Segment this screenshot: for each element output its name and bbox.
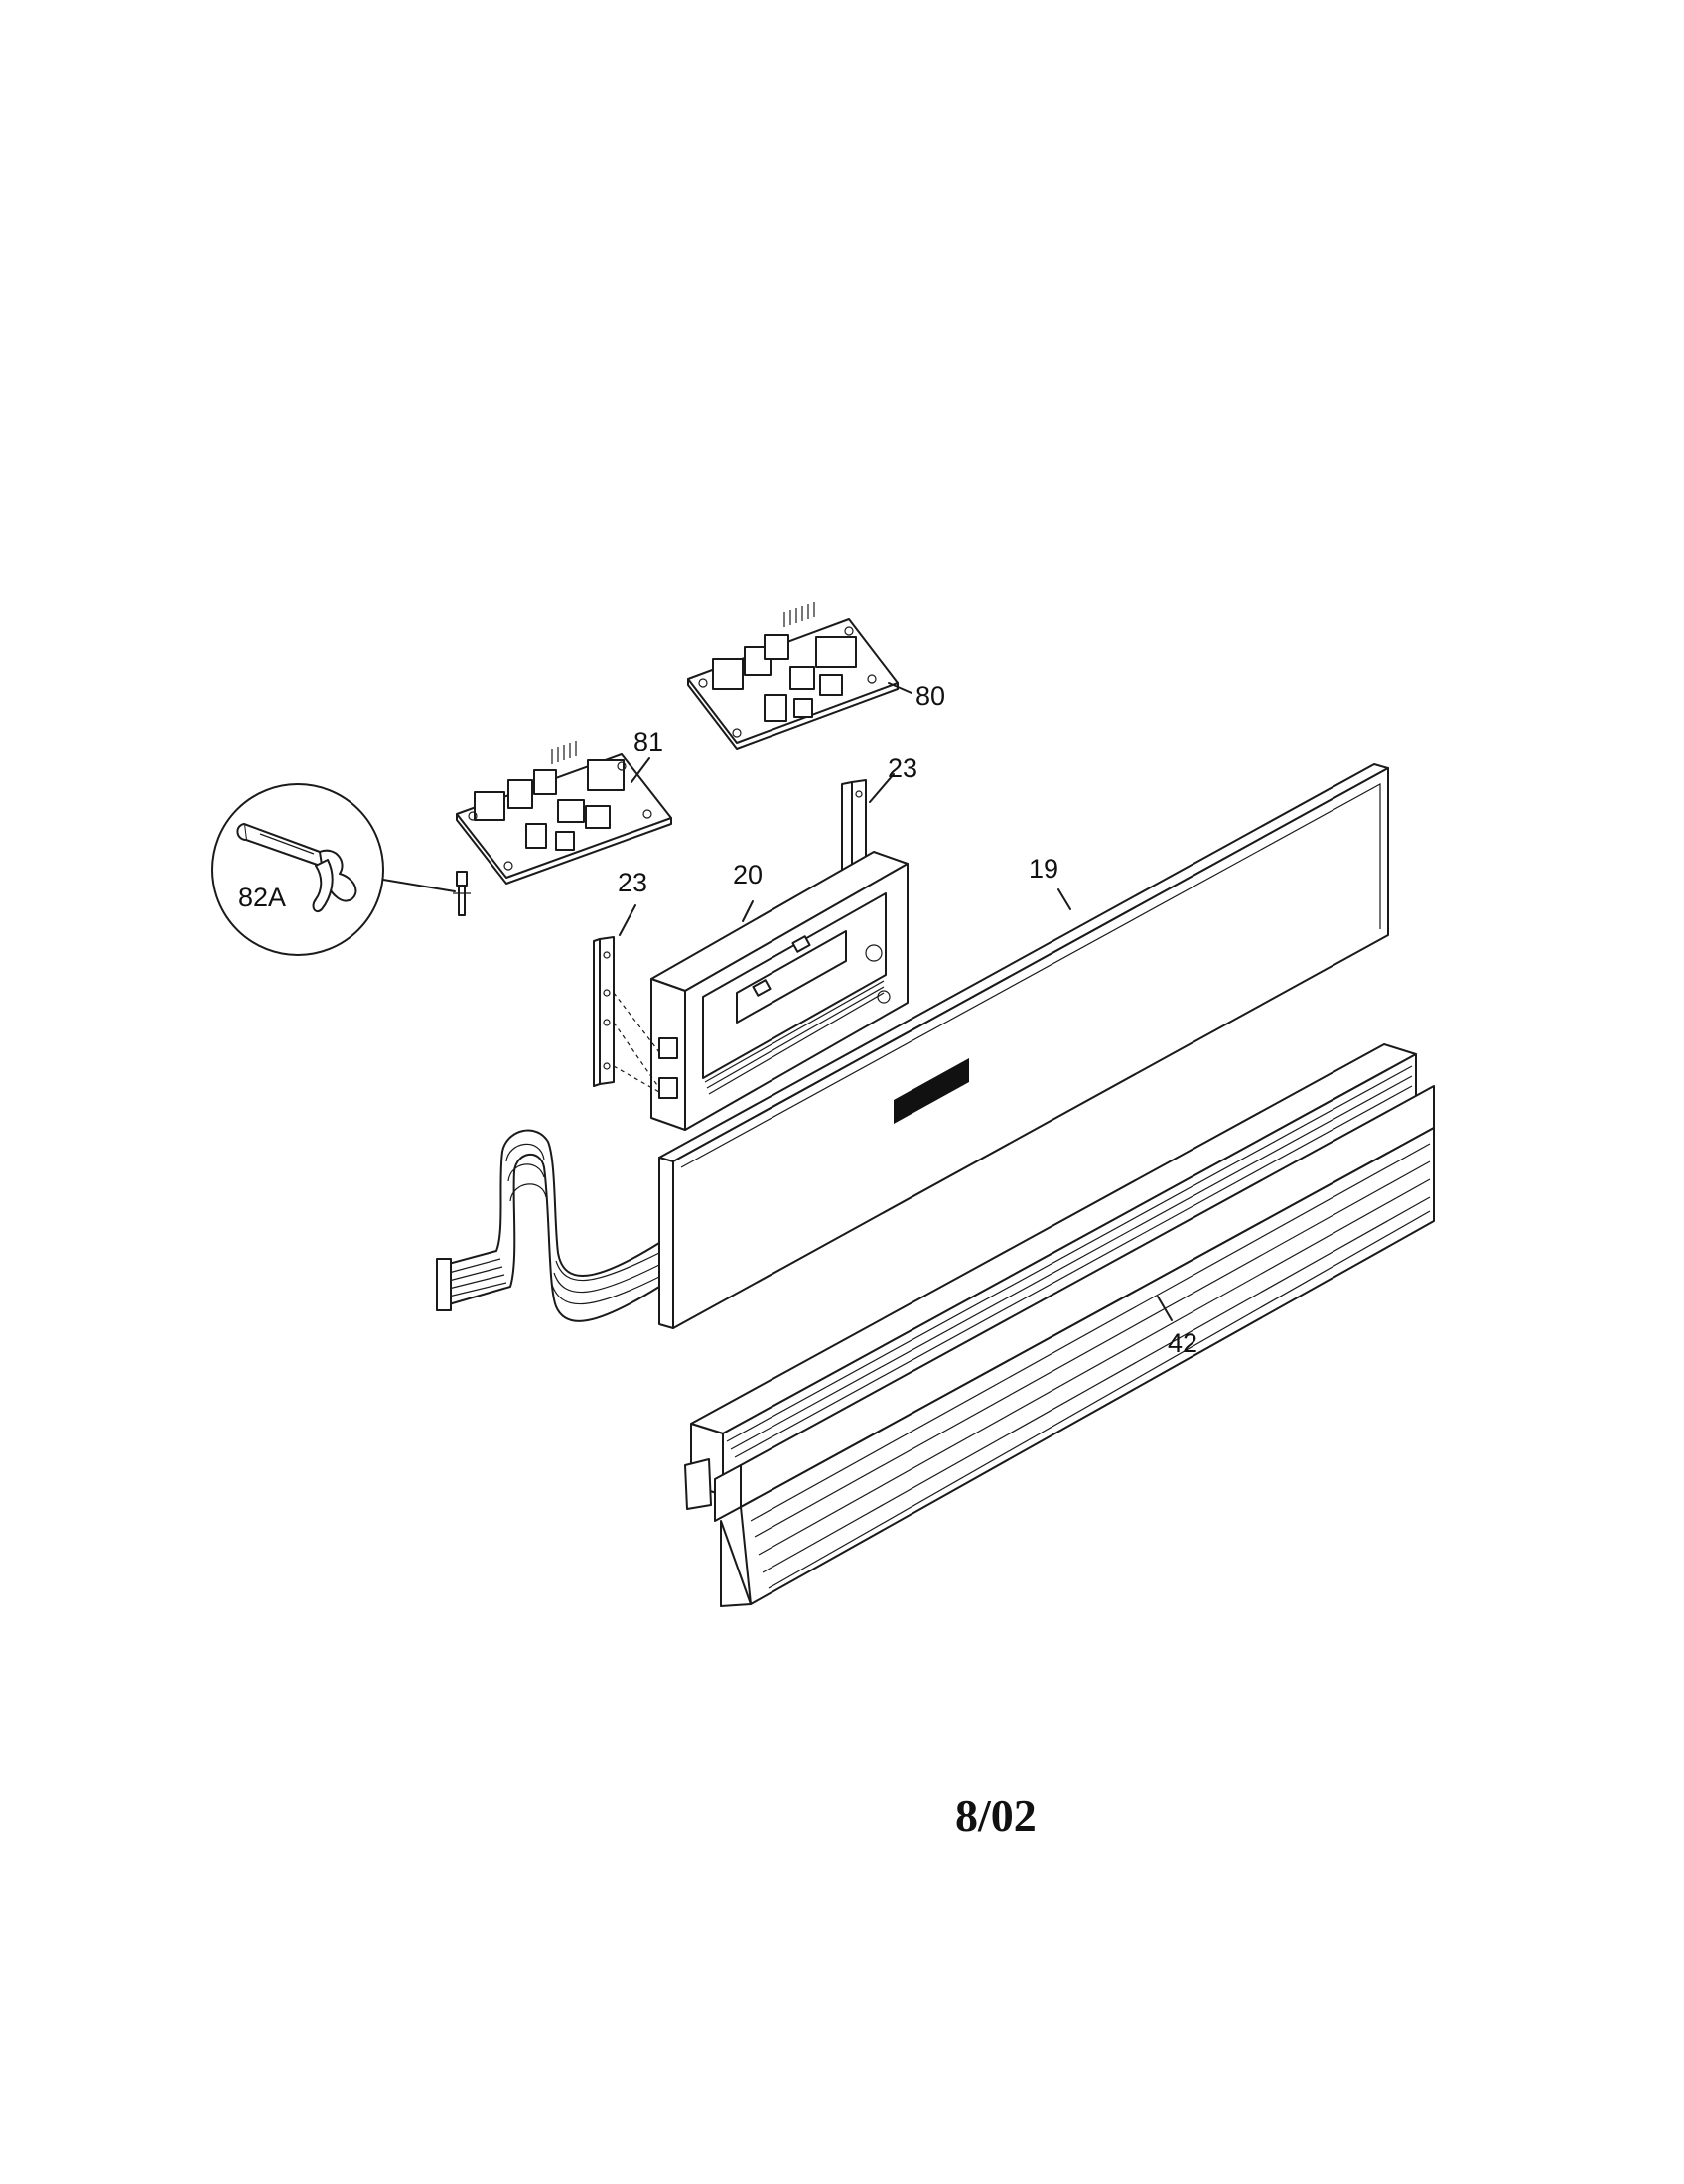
circuit-board-80 <box>687 602 912 750</box>
label-42: 42 <box>1168 1328 1197 1358</box>
panel-19 <box>658 763 1389 1329</box>
clip-82a-detail <box>211 783 471 956</box>
small-clip <box>453 871 471 916</box>
label-82a: 82A <box>238 883 286 912</box>
label-81: 81 <box>633 727 663 756</box>
label-19: 19 <box>1029 854 1058 884</box>
ribbon-cable <box>436 1129 660 1322</box>
label-20: 20 <box>733 860 763 889</box>
bracket-23-left <box>593 904 660 1093</box>
label-80: 80 <box>915 681 945 711</box>
label-23-left: 23 <box>618 868 647 897</box>
revision-date: 8/02 <box>955 1790 1037 1841</box>
display-window-decal <box>894 1058 969 1124</box>
trim-42 <box>684 1043 1435 1607</box>
label-23-right: 23 <box>888 753 917 783</box>
control-board-20 <box>650 851 909 1131</box>
circuit-board-81 <box>456 741 672 885</box>
